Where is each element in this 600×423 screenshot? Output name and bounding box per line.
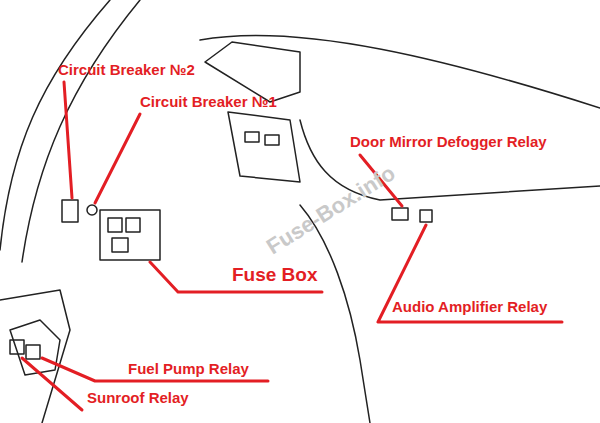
leader-line — [64, 82, 72, 198]
switch-cutout — [265, 135, 279, 145]
part-label: Fuse Box — [232, 264, 318, 286]
fuse-block — [108, 218, 122, 232]
kick-panel — [0, 290, 70, 423]
leader-line — [22, 358, 82, 410]
relay-bracket — [10, 320, 60, 375]
fuse-block — [112, 238, 128, 252]
windshield-pillar — [0, 0, 110, 250]
switch-cutout — [245, 132, 259, 142]
fuse-box-outline — [100, 210, 160, 260]
sunroof-relay — [10, 340, 24, 354]
watermark: Fuse-Box.info — [262, 160, 400, 259]
part-label: Sunroof Relay — [87, 389, 189, 406]
inner-pillar — [22, 0, 140, 262]
circuit-breaker-1 — [87, 205, 97, 215]
fuel-pump-relay — [26, 345, 40, 359]
part-label: Door Mirror Defogger Relay — [350, 133, 547, 150]
leader-line — [150, 262, 322, 292]
door-mirror-relay — [392, 208, 408, 220]
leader-line — [95, 114, 140, 203]
part-label: Audio Amplifier Relay — [392, 298, 547, 315]
leader-line — [42, 358, 268, 381]
audio-amp-relay — [420, 210, 432, 222]
lower-panel — [300, 205, 370, 423]
part-label: Circuit Breaker №1 — [140, 93, 277, 110]
part-label: Circuit Breaker №2 — [58, 61, 195, 78]
circuit-breaker-2 — [62, 200, 78, 222]
fuse-block — [126, 218, 140, 232]
part-label: Fuel Pump Relay — [128, 360, 249, 377]
steering-column — [228, 112, 300, 182]
leader-line — [378, 225, 562, 322]
